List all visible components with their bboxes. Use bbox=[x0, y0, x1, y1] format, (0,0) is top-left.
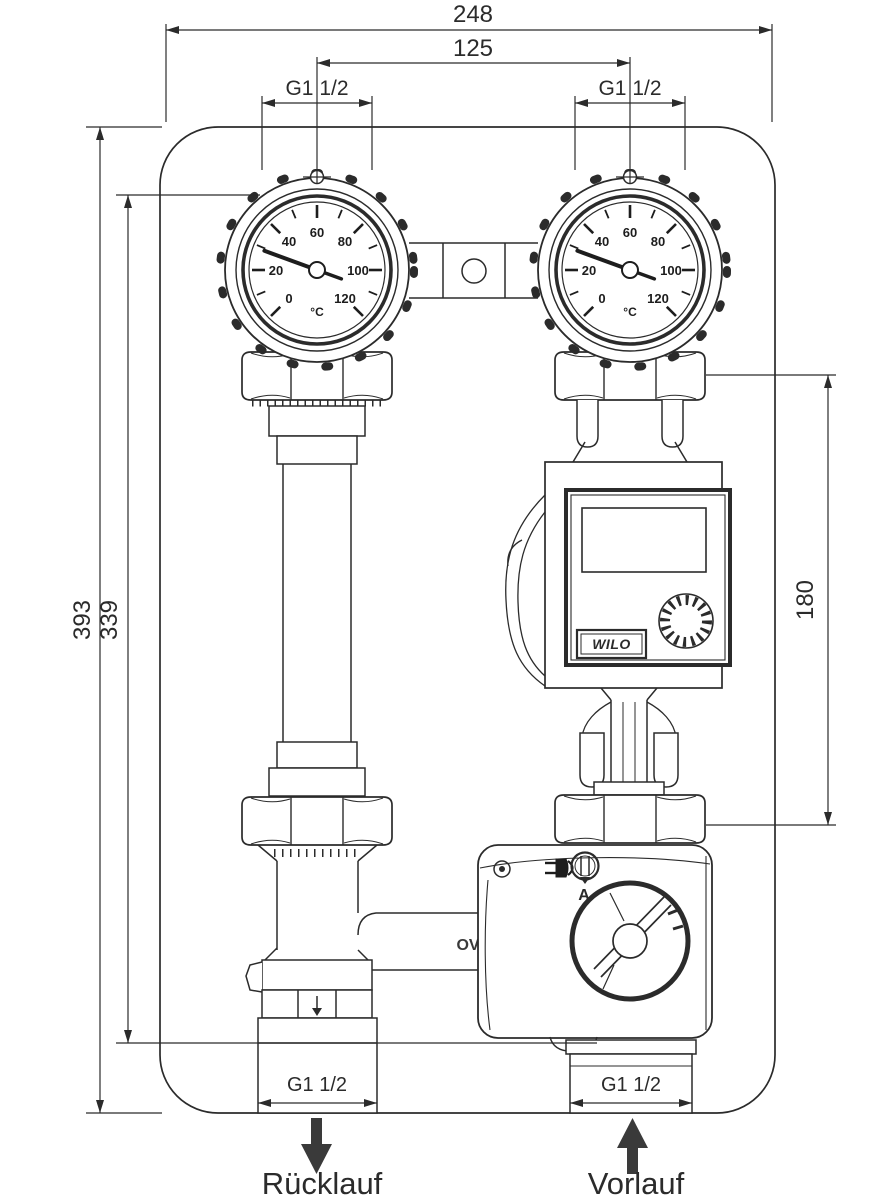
return-port-label: Rücklauf bbox=[262, 1166, 383, 1200]
manual-adjust-screw bbox=[570, 851, 600, 884]
port-labels: Rücklauf Vorlauf bbox=[262, 1118, 685, 1200]
return-connection-tail bbox=[257, 1017, 378, 1114]
thread-top-left-label: G1 1/2 bbox=[285, 77, 348, 100]
actuator-housing bbox=[477, 844, 713, 1039]
shell-clip-left bbox=[579, 732, 605, 788]
actuator-dial bbox=[569, 880, 691, 1002]
pump-control-box bbox=[564, 488, 732, 667]
thread-bottom-left-label: G1 1/2 bbox=[287, 1074, 347, 1096]
pump-clip-left bbox=[576, 400, 599, 448]
dim-overall-width: 248 bbox=[165, 1, 773, 122]
dim-port-spacing: 125 bbox=[316, 35, 631, 183]
pump-brand-badge: WILO bbox=[575, 628, 648, 660]
dim-pump-section: 180 bbox=[706, 374, 836, 826]
shell-clip-right bbox=[653, 732, 679, 788]
dial-hub bbox=[612, 923, 648, 959]
dim-thread-top-left: G1 1/2 bbox=[261, 77, 373, 170]
dim-overall-height-value: 393 bbox=[69, 600, 96, 640]
return-line-assembly: OV bbox=[241, 351, 480, 1114]
dim-overall-width-value: 248 bbox=[453, 1, 493, 28]
valve-body-marking: OV bbox=[456, 937, 479, 954]
union-nut-bottom-right bbox=[554, 794, 706, 844]
dim-body-height-value: 339 bbox=[96, 600, 123, 640]
actuator-led bbox=[493, 860, 511, 878]
dimension-annotations: 248 125 G1 1/2 G1 1/2 bbox=[69, 1, 836, 1114]
power-plug-icon bbox=[545, 858, 574, 878]
thread-bottom-right-label: G1 1/2 bbox=[601, 1074, 661, 1096]
dim-port-spacing-value: 125 bbox=[453, 35, 493, 62]
drain-port bbox=[245, 961, 263, 993]
pump-control-knob bbox=[658, 593, 714, 649]
pump-display bbox=[581, 507, 707, 573]
pump-brand-label: WILO bbox=[592, 636, 631, 652]
pump-volute bbox=[505, 494, 546, 687]
dim-thread-bottom-left: G1 1/2 bbox=[258, 1074, 377, 1107]
supply-port-label: Vorlauf bbox=[588, 1166, 685, 1200]
dim-thread-bottom-right: G1 1/2 bbox=[570, 1074, 692, 1107]
dim-pump-section-value: 180 bbox=[792, 580, 819, 620]
bracket-screw-hole bbox=[461, 258, 487, 284]
supply-line-assembly: WILO bbox=[477, 351, 732, 1114]
circulation-pump: WILO bbox=[564, 488, 732, 667]
return-arrow-icon bbox=[301, 1118, 332, 1174]
dim-overall-height: 393 bbox=[69, 126, 162, 1114]
supply-arrow-icon bbox=[617, 1118, 648, 1174]
return-valve-body bbox=[245, 947, 373, 1019]
mixing-valve-actuator: A bbox=[477, 844, 713, 1052]
pump-clip-right bbox=[661, 400, 684, 448]
dim-body-height: 339 bbox=[96, 194, 597, 1044]
wall-bracket bbox=[409, 242, 538, 299]
branch-pipe-to-mixer: OV bbox=[357, 912, 480, 971]
dim-thread-top-right: G1 1/2 bbox=[574, 77, 686, 170]
thread-top-right-label: G1 1/2 bbox=[598, 77, 661, 100]
union-nut-bottom-left bbox=[241, 796, 393, 846]
